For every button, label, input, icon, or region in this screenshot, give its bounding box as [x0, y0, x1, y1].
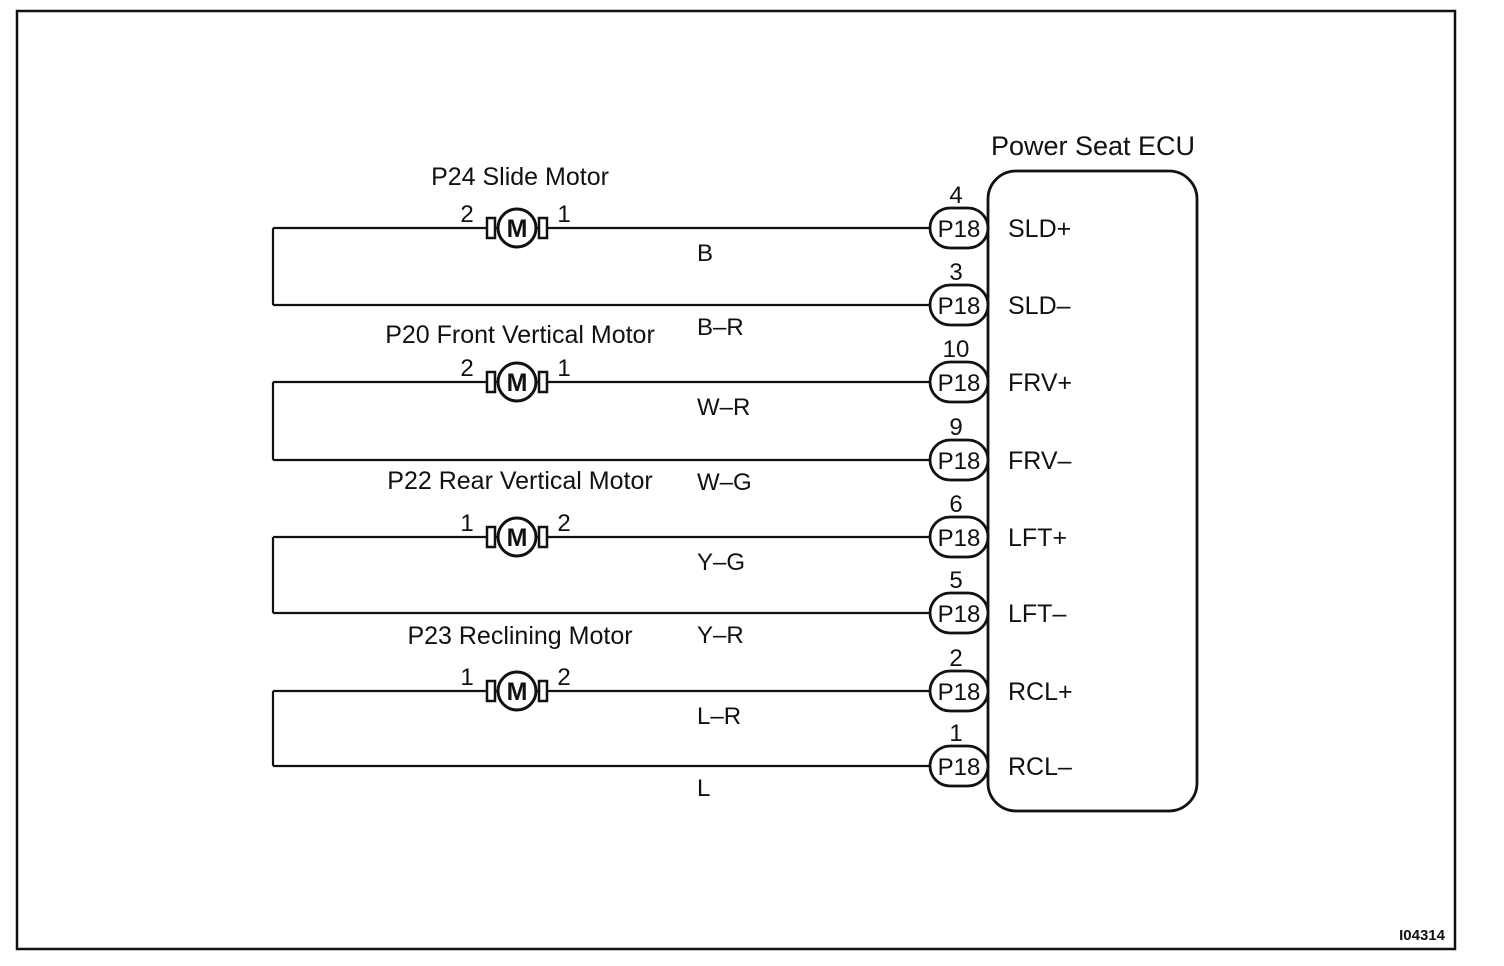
motor-symbol: M	[485, 207, 549, 249]
wire-color-label: L–R	[697, 703, 741, 730]
wire-color-label: W–G	[697, 469, 752, 496]
connector-label: P18	[938, 601, 981, 628]
motor-circuit: M P22 Rear Vertical Motor 1 2Y–G Y–R P18 6LFT+…	[271, 467, 1067, 649]
motor-right-pin: 1	[557, 355, 570, 382]
ecu-terminal-name: FRV–	[1008, 447, 1072, 475]
ecu-pin-number: 5	[949, 567, 962, 594]
wire-color-label: W–R	[697, 394, 750, 421]
motor-left-pin: 2	[460, 355, 473, 382]
motor-symbol: M	[485, 670, 549, 712]
ecu-box	[986, 169, 1199, 813]
motor-label: P22 Rear Vertical Motor	[387, 467, 652, 495]
connector-pill: P18	[928, 206, 990, 250]
connector-label: P18	[938, 293, 981, 320]
connector-pill: P18	[928, 515, 990, 559]
ecu-terminal-name: SLD+	[1008, 215, 1071, 243]
wire-color-label: Y–G	[697, 549, 745, 576]
ecu-terminal-name: SLD–	[1008, 292, 1071, 320]
ecu-terminal-name: RCL+	[1008, 678, 1073, 706]
connector-pill: P18	[928, 360, 990, 404]
motor-label: P23 Reclining Motor	[407, 622, 632, 650]
ecu-title: Power Seat ECU	[991, 131, 1195, 161]
motor-circuit: M P20 Front Vertical Motor 2 1W–R W–G P18 10FR…	[271, 321, 1072, 496]
ecu-pin-number: 4	[949, 182, 962, 209]
motor-letter: M	[507, 678, 528, 706]
connector-label: P18	[938, 754, 981, 781]
figure-id: I04314	[1399, 927, 1446, 944]
ecu-pin-number: 6	[949, 491, 962, 518]
connector-label: P18	[938, 448, 981, 475]
motor-right-pin: 2	[557, 510, 570, 537]
motor-left-pin: 1	[460, 510, 473, 537]
ecu-pin-number: 3	[949, 259, 962, 286]
connector-pill: P18	[928, 744, 990, 788]
wire-color-label: L	[697, 775, 710, 802]
ecu-pin-number: 9	[949, 414, 962, 441]
motor-label: P24 Slide Motor	[431, 163, 609, 191]
connector-label: P18	[938, 679, 981, 706]
ecu-terminal-name: FRV+	[1008, 369, 1072, 397]
motor-symbol: M	[485, 516, 549, 558]
motor-letter: M	[507, 369, 528, 397]
connector-pill: P18	[928, 283, 990, 327]
connector-label: P18	[938, 370, 981, 397]
motor-letter: M	[507, 215, 528, 243]
connector-label: P18	[938, 525, 981, 552]
connector-pill: P18	[928, 591, 990, 635]
ecu-terminal-name: LFT–	[1008, 600, 1066, 628]
motor-label: P20 Front Vertical Motor	[385, 321, 655, 349]
motor-symbol: M	[485, 361, 549, 403]
motor-right-pin: 1	[557, 201, 570, 228]
connector-pill: P18	[928, 438, 990, 482]
wire-color-label: B–R	[697, 314, 744, 341]
ecu-terminal-name: LFT+	[1008, 524, 1067, 552]
connector-pill: P18	[928, 669, 990, 713]
ecu-pin-number: 10	[943, 336, 970, 363]
motor-left-pin: 2	[460, 201, 473, 228]
connector-label: P18	[938, 216, 981, 243]
ecu-pin-number: 2	[949, 645, 962, 672]
ecu-pin-number: 1	[949, 720, 962, 747]
wire-color-label: B	[697, 240, 713, 267]
wire-color-label: Y–R	[697, 622, 744, 649]
diagram-frame	[15, 9, 1457, 951]
motor-right-pin: 2	[557, 664, 570, 691]
motor-letter: M	[507, 524, 528, 552]
ecu-terminal-name: RCL–	[1008, 753, 1072, 781]
motor-left-pin: 1	[460, 664, 473, 691]
